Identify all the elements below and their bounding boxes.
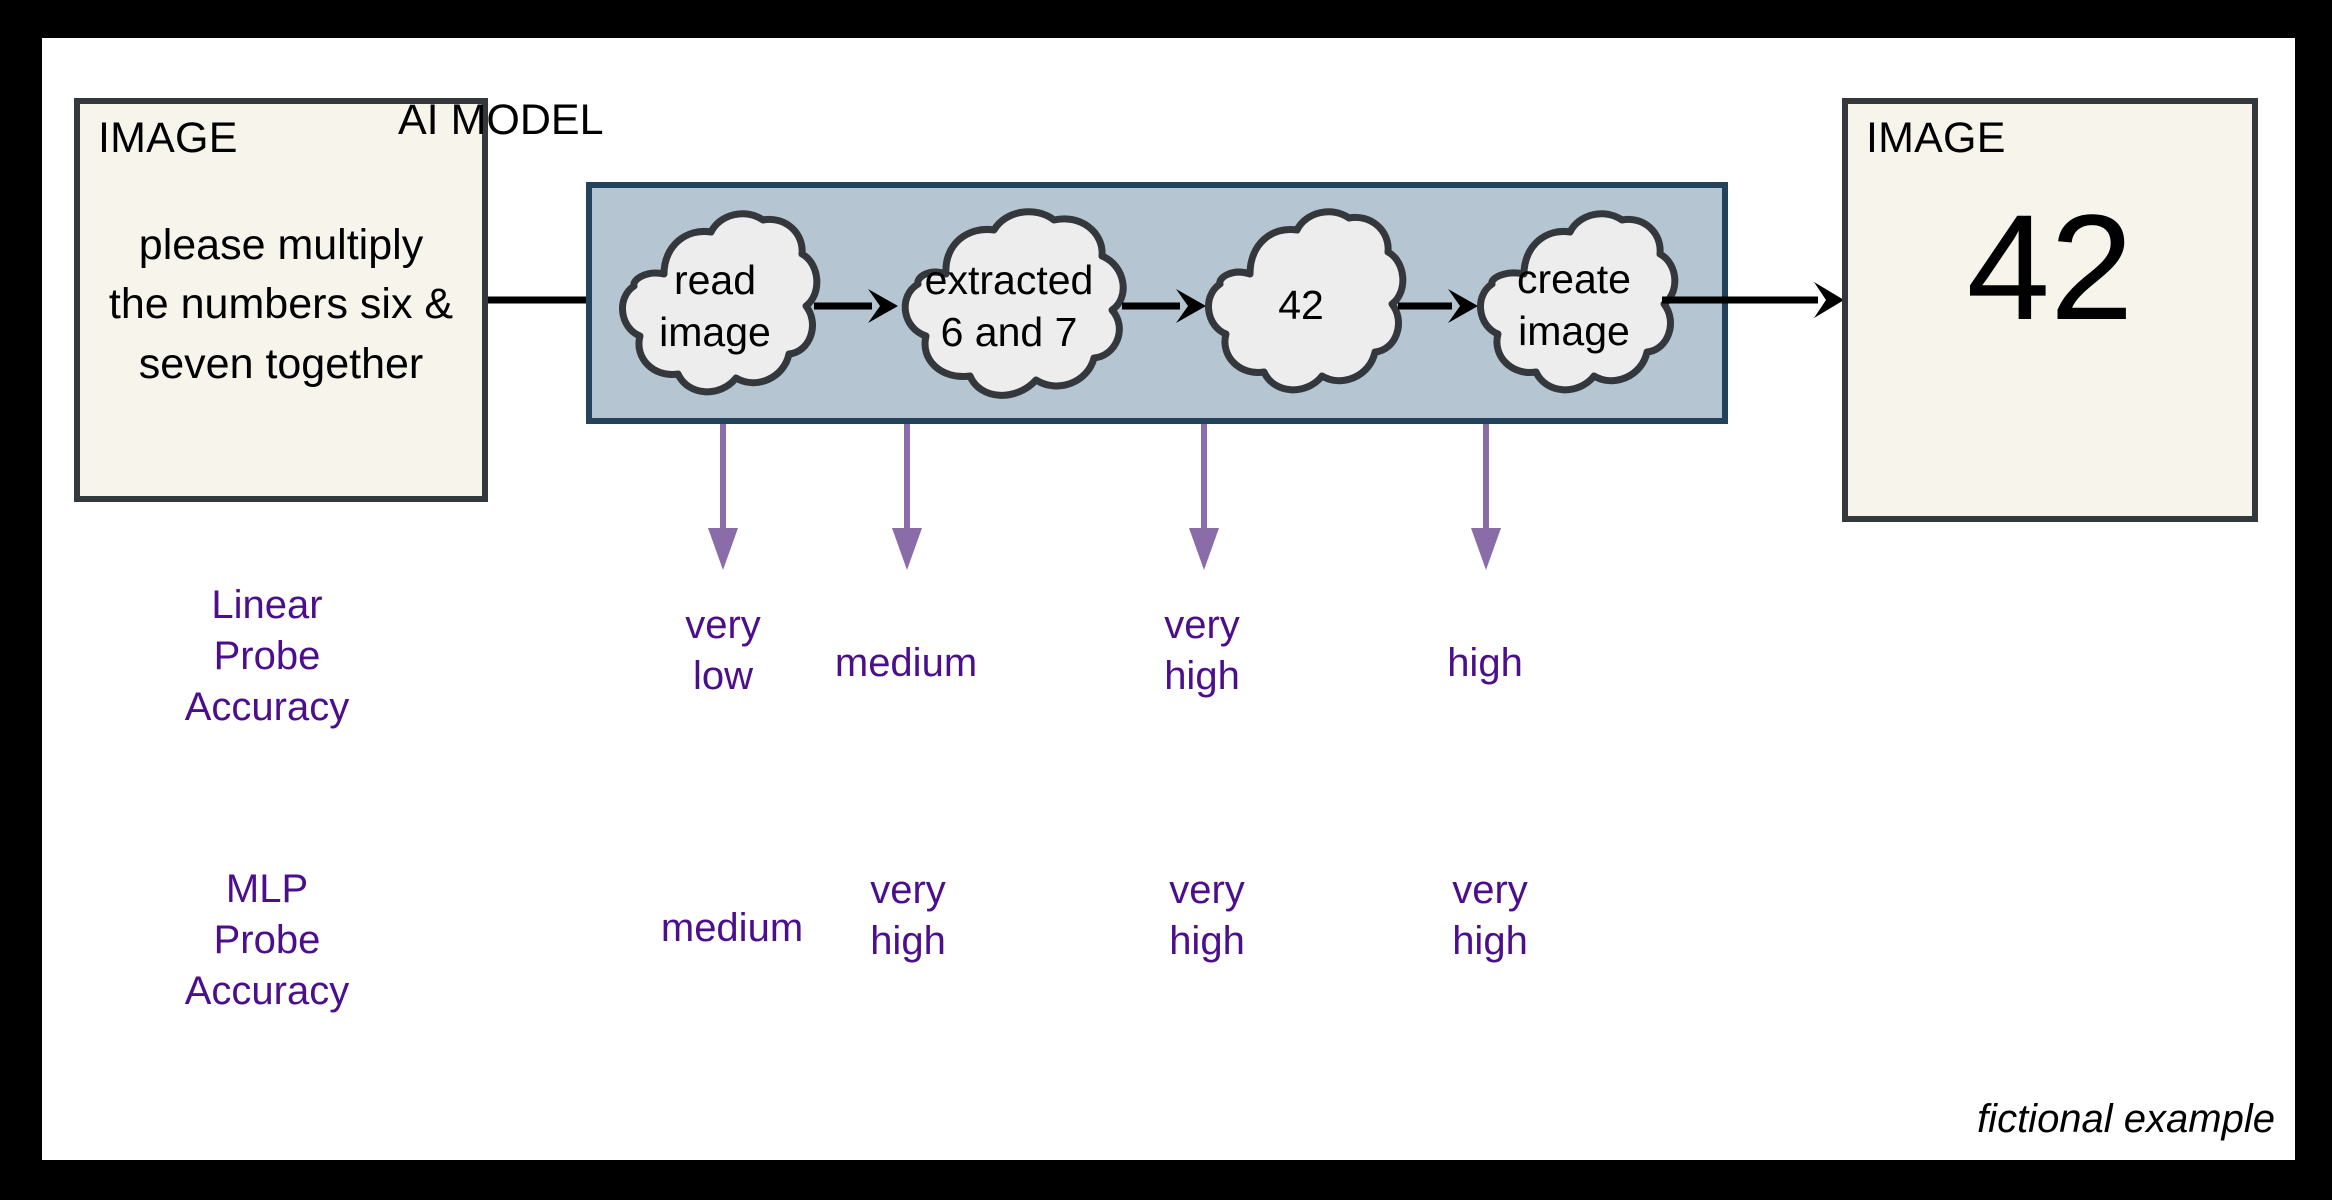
linear-probe-value-step4: high xyxy=(1447,638,1523,689)
linear-probe-title: Linear Probe Accuracy xyxy=(147,580,387,734)
linear-probe-value-step1-line-2: low xyxy=(692,654,754,699)
cloud-create-image[interactable]: create image xyxy=(1468,202,1680,408)
linear-probe-title-line-3: Accuracy xyxy=(184,685,350,730)
mlp-probe-value-step4-line-1: very xyxy=(1452,868,1528,912)
mlp-probe-value-step1-line-1: medium xyxy=(660,906,804,950)
input-image-label: IMAGE xyxy=(98,114,238,162)
flow-arrow-step2-to-step3 xyxy=(1122,284,1206,328)
mlp-probe-value-step4: very high xyxy=(1452,865,1528,967)
linear-probe-value-step3: very high xyxy=(1164,600,1240,702)
linear-probe-value-step3-line-2: high xyxy=(1164,654,1240,699)
probe-arrow-step3 xyxy=(1187,424,1221,570)
flow-arrow-step3-to-step4 xyxy=(1398,284,1478,328)
mlp-probe-title-line-1: MLP xyxy=(225,867,309,911)
linear-probe-value-step2-line-1: medium xyxy=(834,641,978,685)
linear-probe-value-step2: medium xyxy=(835,638,977,689)
linear-probe-title-line-2: Probe xyxy=(213,634,321,679)
mlp-probe-value-step2-line-2: high xyxy=(870,919,946,964)
mlp-probe-title-line-3: Accuracy xyxy=(184,969,350,1014)
mlp-probe-value-step2: very high xyxy=(870,865,946,967)
flow-arrow-model-to-output xyxy=(1662,275,1844,325)
linear-probe-value-step1: very low xyxy=(685,600,761,702)
linear-probe-value-step3-line-1: very xyxy=(1164,603,1240,647)
mlp-probe-title: MLP Probe Accuracy xyxy=(147,864,387,1018)
diagram-canvas: IMAGE please multiply the numbers six & … xyxy=(42,38,2295,1160)
figure-caption: fictional example xyxy=(1977,1097,2275,1141)
output-image-box: IMAGE 42 xyxy=(1842,98,2258,522)
prompt-line-3: seven together xyxy=(138,339,424,388)
input-image-box: IMAGE please multiply the numbers six & … xyxy=(74,98,488,502)
input-prompt-text: please multiply the numbers six & seven … xyxy=(80,216,482,394)
cloud-result[interactable]: 42 xyxy=(1194,200,1408,410)
linear-probe-value-step4-line-1: high xyxy=(1447,641,1523,685)
model-title: AI MODEL xyxy=(398,96,604,144)
mlp-probe-value-step3: very high xyxy=(1169,865,1245,967)
ai-model-box: read image extracted 6 and 7 xyxy=(586,182,1728,424)
probe-arrow-step1 xyxy=(706,424,740,570)
cloud-extracted[interactable]: extracted 6 and 7 xyxy=(886,200,1132,412)
mlp-probe-value-step4-line-2: high xyxy=(1452,919,1528,964)
cloud-read-image[interactable]: read image xyxy=(608,202,822,410)
output-image-label: IMAGE xyxy=(1866,114,2006,162)
prompt-line-2: the numbers six & xyxy=(108,280,454,329)
output-image-value: 42 xyxy=(1966,183,2134,351)
mlp-probe-title-line-2: Probe xyxy=(213,918,321,963)
probe-arrow-step4 xyxy=(1469,424,1503,570)
flow-arrow-step1-to-step2 xyxy=(814,284,898,328)
mlp-probe-value-step3-line-2: high xyxy=(1169,919,1245,964)
prompt-line-1: please multiply xyxy=(138,221,424,269)
mlp-probe-value-step3-line-1: very xyxy=(1169,868,1245,912)
mlp-probe-value-step1: medium xyxy=(661,903,803,954)
probe-arrow-step2 xyxy=(890,424,924,570)
linear-probe-title-line-1: Linear xyxy=(211,583,323,627)
mlp-probe-value-step2-line-1: very xyxy=(870,868,946,912)
linear-probe-value-step1-line-1: very xyxy=(685,603,761,647)
